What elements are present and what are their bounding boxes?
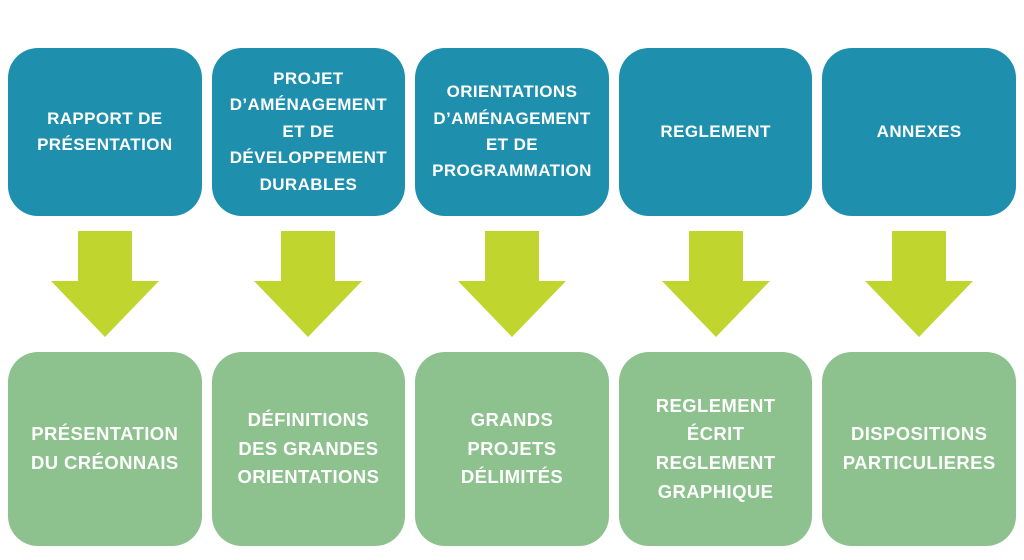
arrow-head xyxy=(457,281,566,337)
bottom-box-label: PRÉSENTATION DU CRÉONNAIS xyxy=(30,423,179,473)
down-arrow-icon xyxy=(865,231,974,337)
top-box-label: ORIENTATIONS D’AMÉNAGEMENT ET DE PROGRAM… xyxy=(432,82,592,181)
bottom-box-label: DISPOSITIONS PARTICULIERES xyxy=(842,423,996,473)
arrow-head xyxy=(50,281,159,337)
down-arrow-icon xyxy=(254,231,363,337)
bottom-box-grands-projets: GRANDS PROJETS DÉLIMITÉS xyxy=(415,352,609,546)
top-box-rapport-de-presentation: RAPPORT DE PRÉSENTATION xyxy=(8,48,202,216)
bottom-box-label: REGLEMENT ÉCRIT REGLEMENT GRAPHIQUE xyxy=(655,394,776,502)
bottom-box-reglement-ecrit-graphique: REGLEMENT ÉCRIT REGLEMENT GRAPHIQUE xyxy=(618,352,813,546)
top-box-label: ANNEXES xyxy=(876,121,962,141)
arrow-zone xyxy=(415,216,609,352)
top-box-orientations-amenagement: ORIENTATIONS D’AMÉNAGEMENT ET DE PROGRAM… xyxy=(415,48,609,216)
diagram-column-reglement: REGLEMENT REGLEMENT ÉCRIT REGLEMENT GRAP… xyxy=(618,48,813,546)
arrow-zone xyxy=(212,216,406,352)
arrow-zone xyxy=(619,216,813,352)
diagram-column-annexes: ANNEXES DISPOSITIONS PARTICULIERES xyxy=(822,48,1016,546)
down-arrow-icon xyxy=(50,231,159,337)
arrow-shaft xyxy=(688,231,743,281)
bottom-box-dispositions-particulieres: DISPOSITIONS PARTICULIERES xyxy=(822,352,1016,546)
bottom-box-label: GRANDS PROJETS DÉLIMITÉS xyxy=(460,408,564,488)
arrow-head xyxy=(865,281,974,337)
bottom-box-definitions-orientations: DÉFINITIONS DES GRANDES ORIENTATIONS xyxy=(211,352,406,546)
bottom-box-label: DÉFINITIONS DES GRANDES ORIENTATIONS xyxy=(237,408,380,488)
top-box-annexes: ANNEXES xyxy=(822,48,1016,216)
diagram-column-oap: ORIENTATIONS D’AMÉNAGEMENT ET DE PROGRAM… xyxy=(415,48,609,546)
down-arrow-icon xyxy=(457,231,566,337)
diagram-column-rapport: RAPPORT DE PRÉSENTATION PRÉSENTATION DU … xyxy=(8,48,202,546)
bottom-box-presentation-creonnais: PRÉSENTATION DU CRÉONNAIS xyxy=(8,352,202,546)
arrow-head xyxy=(661,281,770,337)
arrow-head xyxy=(254,281,363,337)
top-box-reglement: REGLEMENT xyxy=(618,48,813,216)
down-arrow-icon xyxy=(661,231,770,337)
top-box-label: PROJET D’AMÉNAGEMENT ET DE DÉVELOPPEMENT… xyxy=(229,69,388,194)
top-box-label: RAPPORT DE PRÉSENTATION xyxy=(37,108,173,154)
arrow-shaft xyxy=(77,231,132,281)
top-box-projet-amenagement: PROJET D’AMÉNAGEMENT ET DE DÉVELOPPEMENT… xyxy=(211,48,406,216)
arrow-shaft xyxy=(281,231,336,281)
top-box-label: REGLEMENT xyxy=(660,121,771,141)
arrow-zone xyxy=(8,216,202,352)
arrow-shaft xyxy=(892,231,947,281)
arrow-shaft xyxy=(484,231,539,281)
diagram-column-padd: PROJET D’AMÉNAGEMENT ET DE DÉVELOPPEMENT… xyxy=(211,48,406,546)
arrow-zone xyxy=(822,216,1016,352)
